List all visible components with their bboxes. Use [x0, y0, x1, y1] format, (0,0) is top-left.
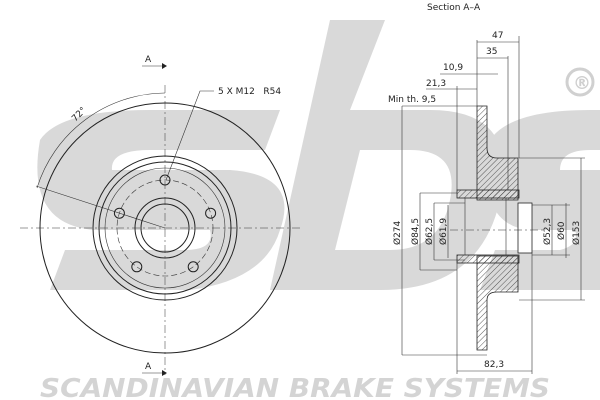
dim-47: 47	[492, 31, 503, 41]
registered-mark: ®	[573, 73, 591, 94]
dim-dia-84-5: Ø84,5	[410, 218, 421, 245]
section-view: Section A–A 47 35 10,9 21,3 Min th. 9,5 …	[388, 3, 585, 374]
section-marker-bottom: A	[145, 362, 152, 372]
dim-dia-274: Ø274	[392, 220, 403, 245]
dim-dia-153: Ø153	[571, 221, 582, 245]
section-marker-top: A	[145, 55, 152, 65]
dim-min-thickness: Min th. 9,5	[388, 95, 436, 105]
bolt-holes	[113, 174, 217, 273]
front-view: 5 X M12 R54 72° A A	[20, 55, 300, 376]
section-title: Section A–A	[427, 3, 481, 13]
dim-dia-61-9: Ø61,9	[438, 218, 449, 245]
dim-82-3: 82,3	[484, 360, 504, 370]
bolt-note: 5 X M12 R54	[218, 87, 281, 97]
dim-35: 35	[486, 47, 497, 57]
brand-watermark-text: SCANDINAVIAN BRAKE SYSTEMS	[40, 374, 550, 400]
dim-dia-52-3: Ø52,3	[542, 218, 553, 245]
dim-21-3: 21,3	[426, 79, 446, 89]
dim-10-9: 10,9	[443, 63, 463, 73]
hat-outer	[92, 155, 238, 301]
dim-dia-62-5: Ø62,5	[424, 218, 435, 245]
dim-dia-60: Ø60	[556, 221, 567, 240]
disc-outer-edge	[39, 102, 291, 354]
